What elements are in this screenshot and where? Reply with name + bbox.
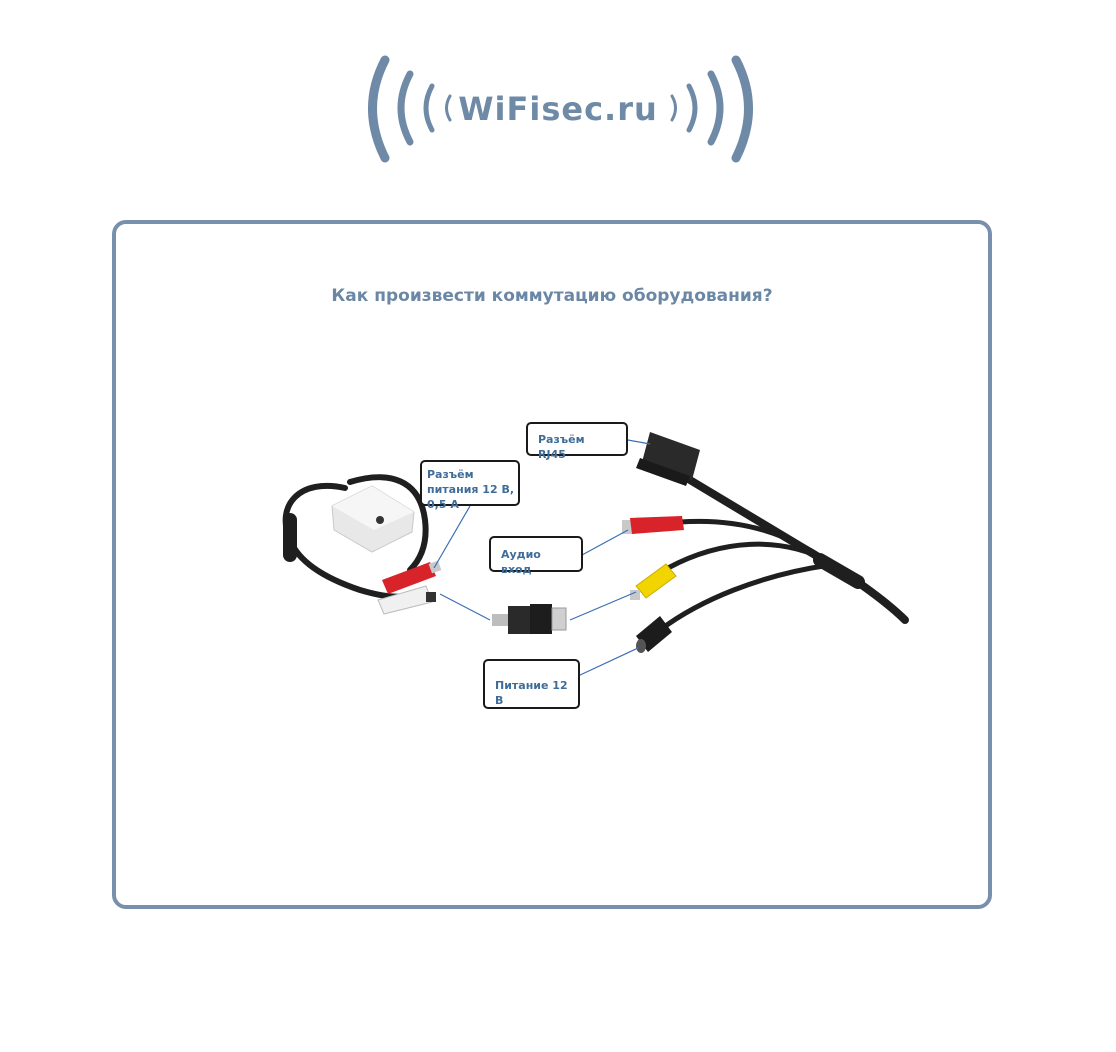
- label-power-connector: Разъём питания 12 В, 0,5 А: [420, 460, 520, 511]
- label-rj45-text: Разъём RJ45: [538, 433, 585, 461]
- dc-power-jack: [636, 616, 672, 653]
- leader-lines: [433, 439, 651, 677]
- logo-text: WiFisec.ru: [458, 90, 658, 128]
- microphone-cable: [282, 474, 429, 600]
- camera-cables: [657, 476, 909, 633]
- label-power-connector-text: Разъём питания 12 В, 0,5 А: [427, 468, 515, 511]
- mic-rca-plugs: [377, 560, 442, 615]
- logo: WiFisec.ru: [0, 0, 1116, 200]
- label-power-12v: Питание 12 В: [483, 659, 580, 709]
- label-rj45: Разъём RJ45: [526, 422, 628, 461]
- rj45-connector: [636, 432, 700, 486]
- page-title: Как произвести коммутацию оборудования?: [331, 286, 773, 306]
- video-rca: [630, 563, 677, 600]
- label-audio-in: Аудио вход: [489, 536, 583, 576]
- label-audio-in-text: Аудио вход: [501, 548, 541, 576]
- audio-in-rca: [622, 516, 684, 534]
- mic-hole-icon: [376, 516, 384, 524]
- rca-coupler: [492, 604, 567, 634]
- microphone-module: [331, 485, 415, 553]
- wifi-signal-icon: [368, 55, 753, 163]
- label-power-12v-text: Питание 12 В: [495, 679, 568, 707]
